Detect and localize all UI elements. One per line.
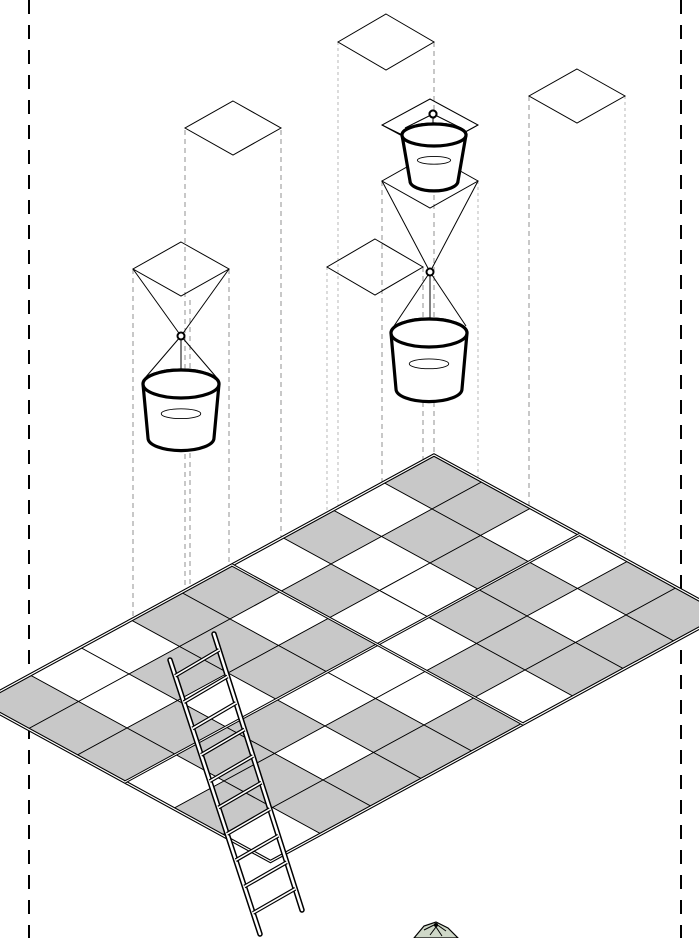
panel <box>131 241 231 297</box>
hanger-cord <box>429 271 467 327</box>
hanger-cord <box>180 268 230 337</box>
hanger-cord <box>132 268 182 337</box>
bucket-rim <box>389 317 469 349</box>
floor-beam-inner <box>124 534 580 783</box>
floor-beam-inner <box>231 564 524 725</box>
plant-icon <box>413 921 459 938</box>
ladder-rung-core <box>192 702 237 730</box>
hanger-cord <box>381 180 431 273</box>
buckets <box>141 122 469 453</box>
hanger-ring <box>425 267 435 277</box>
hanger-ring <box>176 331 186 341</box>
panel <box>183 100 283 156</box>
hanging-panels <box>131 13 627 297</box>
ladder-rung-core <box>218 781 262 809</box>
panel <box>527 68 627 124</box>
ladder-rung-core <box>226 808 271 835</box>
hanger-cord <box>404 113 434 129</box>
bucket-icon <box>141 368 221 453</box>
ladder-rung-core <box>252 888 296 914</box>
bucket-icon <box>389 317 469 404</box>
hanger-ring <box>428 109 438 119</box>
bucket-hangers <box>132 109 479 379</box>
ladder-rung-core <box>235 834 279 861</box>
ladder-rung-core <box>209 755 254 782</box>
floor-outline-inner <box>0 454 699 863</box>
panel <box>326 238 424 296</box>
hanger-cord <box>144 335 182 379</box>
bucket-rim <box>400 122 468 148</box>
bucket-floor <box>416 155 452 165</box>
floor-edges <box>0 453 699 864</box>
hanger-cord <box>180 335 218 379</box>
ladder-rung-core <box>174 649 220 677</box>
ladder-rung-core <box>200 728 245 756</box>
hanger-cord <box>393 271 431 327</box>
panel <box>380 153 480 209</box>
bucket-rim <box>141 368 221 400</box>
ladder-rung-core <box>244 861 288 888</box>
bucket-floor <box>160 408 202 420</box>
ladder-icon <box>167 631 305 937</box>
panel <box>337 13 435 71</box>
bucket-floor <box>408 358 450 370</box>
ladder-rung-core <box>183 675 228 703</box>
ladder-rail-core <box>168 658 262 936</box>
floor-grid <box>0 454 699 863</box>
hanger-cord <box>429 180 479 273</box>
bucket-icon <box>400 122 468 193</box>
